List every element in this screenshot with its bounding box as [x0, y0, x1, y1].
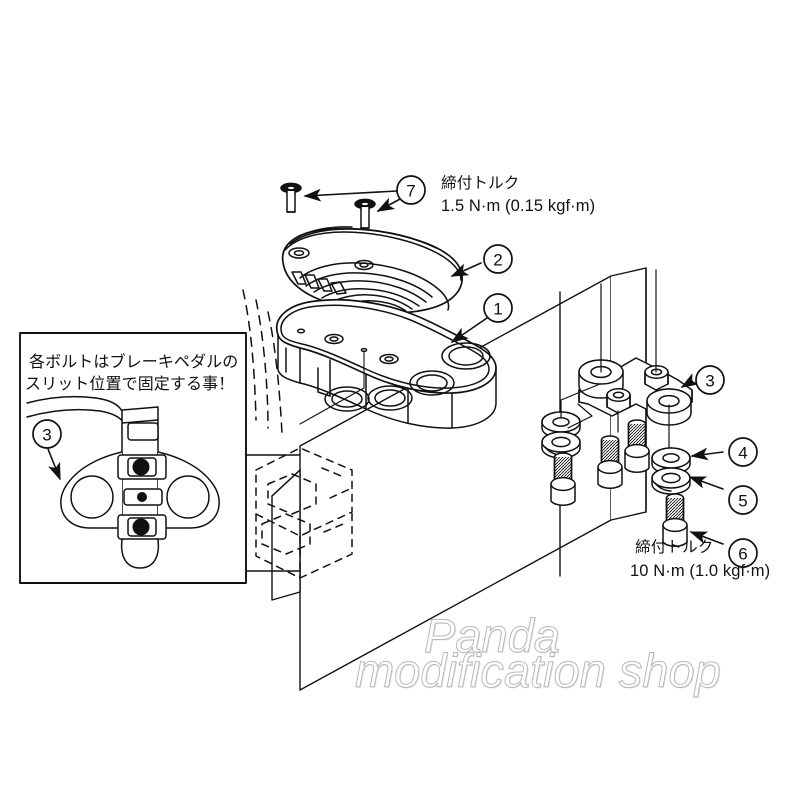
callout-balloons	[396, 175, 758, 568]
note-box-balloon	[32, 419, 62, 449]
phantom-assembly	[242, 289, 283, 435]
phantom-bracket	[255, 447, 353, 579]
frame-post	[271, 469, 301, 601]
watermark-line-1: Panda	[424, 609, 561, 663]
spacer-bracket-lower-stems	[617, 404, 670, 449]
spacer-bracket-stems	[600, 269, 657, 373]
balloon-3-inset: 3	[42, 426, 51, 445]
leader-lines	[303, 188, 724, 545]
flat-head-screw-left	[280, 182, 302, 213]
balloon-6: 6	[738, 545, 747, 564]
balloon-7: 7	[406, 182, 415, 201]
socket-head-bolt-a	[550, 452, 576, 507]
ribbed-cover-plate	[281, 226, 463, 314]
torque-label-top: 締付トルク	[441, 175, 520, 192]
flat-head-screw-right	[354, 198, 376, 229]
socket-head-bolt-b	[597, 435, 623, 490]
balloon-4: 4	[738, 444, 747, 463]
washer-stems	[560, 383, 601, 429]
torque-label-bottom: 締付トルク	[635, 539, 714, 556]
balloon-5: 5	[738, 492, 747, 511]
spring-washer	[651, 467, 691, 495]
note-box-illustration	[26, 395, 220, 569]
note-line-1: 各ボルトはブレーキペダルの	[29, 354, 239, 371]
torque-value-bottom: 10 N·m (1.0 kgf·m)	[630, 562, 771, 580]
balloon-2: 2	[493, 251, 502, 270]
note-connector-lines	[245, 454, 301, 572]
base-bracket-plate	[275, 298, 497, 429]
plate-hole-stems	[299, 350, 365, 425]
balloon-3: 3	[705, 372, 714, 391]
note-box-leader	[47, 448, 61, 481]
torque-value-top: 1.5 N·m (0.15 kgf·m)	[441, 197, 596, 215]
note-line-2: スリット位置で固定する事！	[25, 376, 235, 393]
socket-head-bolt	[662, 493, 688, 548]
socket-head-bolt-c	[624, 419, 650, 474]
balloon-1: 1	[493, 300, 502, 319]
watermark-line-2: modification shop	[355, 644, 722, 698]
